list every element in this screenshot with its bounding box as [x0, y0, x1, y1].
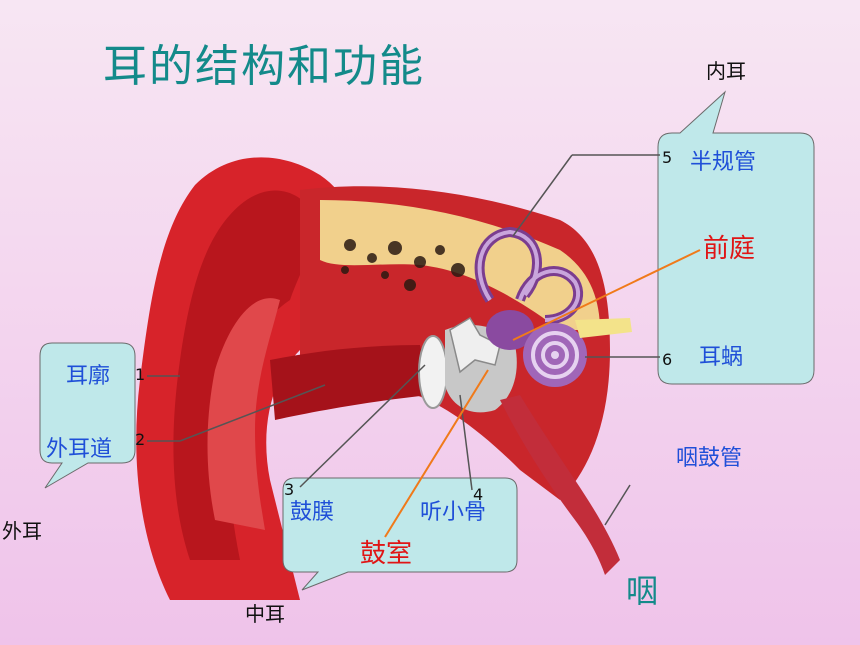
pharynx-label: 咽 [626, 572, 659, 610]
eardrum-label: 鼓膜 [290, 500, 335, 525]
marker-4: 4 [473, 485, 484, 504]
auricle-label: 耳廓 [66, 364, 111, 389]
inner-ear-bubble [657, 90, 815, 385]
semicircular-canals-label: 半规管 [690, 150, 757, 175]
eustachian-tube-label: 咽鼓管 [676, 446, 743, 471]
middle-ear-label: 中耳 [245, 602, 285, 626]
marker-3: 3 [284, 480, 295, 499]
vestibule-label: 前庭 [703, 234, 756, 264]
tympanic-cavity-label: 鼓室 [360, 539, 413, 569]
page-title: 耳的结构和功能 [103, 41, 425, 92]
outer-ear-bubble [39, 342, 136, 489]
orange-pointers [384, 249, 701, 538]
ossicles-label: 听小骨 [420, 500, 487, 525]
ear-illustration [136, 157, 632, 600]
outer-ear-label: 外耳 [2, 519, 42, 543]
marker-2: 2 [135, 430, 146, 449]
marker-1: 1 [135, 365, 146, 384]
ear-canal-label: 外耳道 [46, 437, 113, 462]
cochlea-label: 耳蜗 [699, 345, 744, 370]
marker-6: 6 [662, 350, 673, 369]
middle-ear-bubble [282, 477, 518, 591]
inner-ear-label: 内耳 [706, 59, 746, 83]
marker-5: 5 [662, 148, 673, 167]
